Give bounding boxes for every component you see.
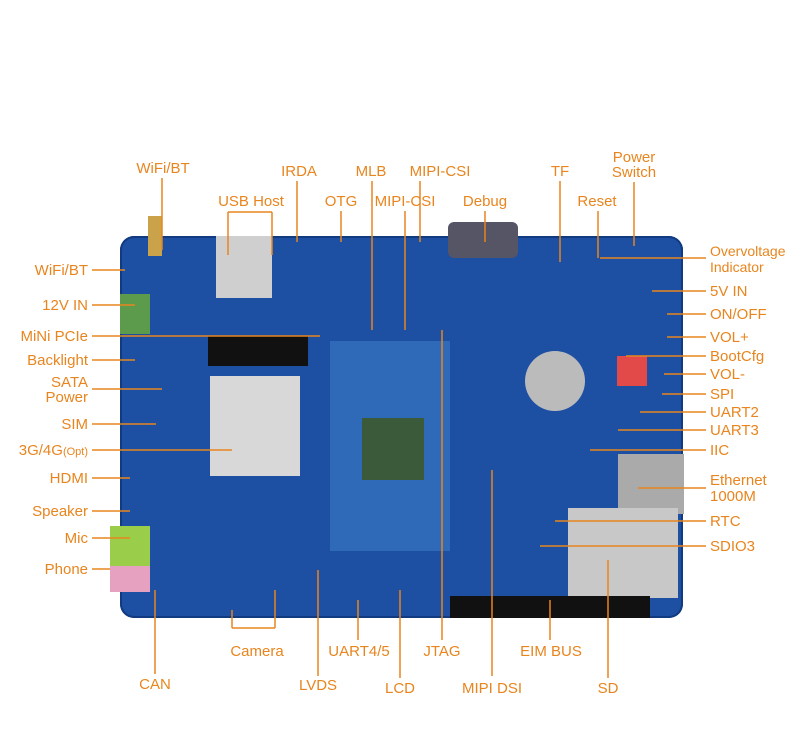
label-jtag: JTAG — [423, 643, 461, 660]
label-uart2: UART2 — [710, 404, 759, 421]
antenna-connector — [148, 216, 162, 256]
terminal-block — [120, 294, 150, 334]
db9-debug-port — [448, 222, 518, 258]
label-usb-host: USB Host — [218, 193, 284, 210]
mini-pcie-slot — [208, 336, 308, 366]
label-optional: (Opt) — [62, 446, 88, 458]
label-wifi-bt-left: WiFi/BT — [34, 262, 88, 279]
rtc-battery — [525, 351, 585, 411]
label-otg: OTG — [324, 193, 358, 210]
label-vol-plus: VOL+ — [710, 329, 749, 346]
label-sdio3: SDIO3 — [710, 538, 756, 555]
mini-pcie-module — [210, 376, 300, 476]
label-mini-pcie: MiNi PCIe — [20, 328, 88, 345]
label-tf: TF — [550, 163, 570, 180]
label-mic: Mic — [64, 530, 88, 547]
label-camera: Camera — [230, 643, 284, 660]
label-mipi-dsi: MIPI DSI — [461, 680, 523, 697]
label-3g-4g: 3G/4G(Opt) — [19, 443, 88, 460]
sd-slot — [568, 508, 678, 598]
label-5v-in: 5V IN — [710, 283, 748, 300]
label-power-switch: Power Switch — [611, 149, 657, 181]
label-iic: IIC — [710, 442, 730, 459]
label-irda: IRDA — [281, 163, 317, 180]
label-uart3: UART3 — [710, 422, 759, 439]
label-hdmi: HDMI — [49, 470, 88, 487]
bootcfg-dip-switch — [617, 356, 647, 386]
label-12v-in: 12V IN — [42, 297, 88, 314]
label-eim-bus: EIM BUS — [520, 643, 582, 660]
label-lvds: LVDS — [298, 677, 338, 694]
label-wifi-bt-top: WiFi/BT — [136, 160, 190, 177]
label-lcd: LCD — [384, 680, 416, 697]
development-board — [110, 216, 684, 618]
label-vol-minus: VOL- — [710, 366, 746, 383]
label-phone: Phone — [44, 561, 88, 578]
label-uart4-5: UART4/5 — [328, 643, 390, 660]
label-mipi-csi-1: MIPI-CSI — [409, 163, 471, 180]
cpu-chip — [362, 418, 424, 480]
label-mipi-csi-2: MIPI-CSI — [374, 193, 436, 210]
label-bootcfg: BootCfg — [710, 348, 765, 365]
label-backlight: Backlight — [27, 352, 88, 369]
label-on-off: ON/OFF — [710, 306, 767, 323]
label-speaker: Speaker — [32, 503, 88, 520]
label-ethernet-1000m: Ethernet 1000M — [710, 472, 767, 505]
phone-jack — [110, 566, 150, 592]
label-can: CAN — [139, 676, 171, 693]
usb-host-ports — [216, 236, 272, 298]
ethernet-jack — [618, 454, 684, 514]
label-rtc: RTC — [710, 513, 741, 530]
label-reset: Reset — [577, 193, 617, 210]
label-overvoltage-indicator: Overvoltage Indicator — [710, 243, 786, 275]
label-3g-4g-text: 3G/4G — [18, 442, 63, 459]
label-debug: Debug — [462, 193, 508, 210]
label-sata-power: SATA Power — [45, 374, 88, 406]
label-sim: SIM — [61, 416, 88, 433]
label-mlb: MLB — [355, 163, 387, 180]
label-spi: SPI — [710, 386, 735, 403]
label-sd: SD — [597, 680, 619, 697]
